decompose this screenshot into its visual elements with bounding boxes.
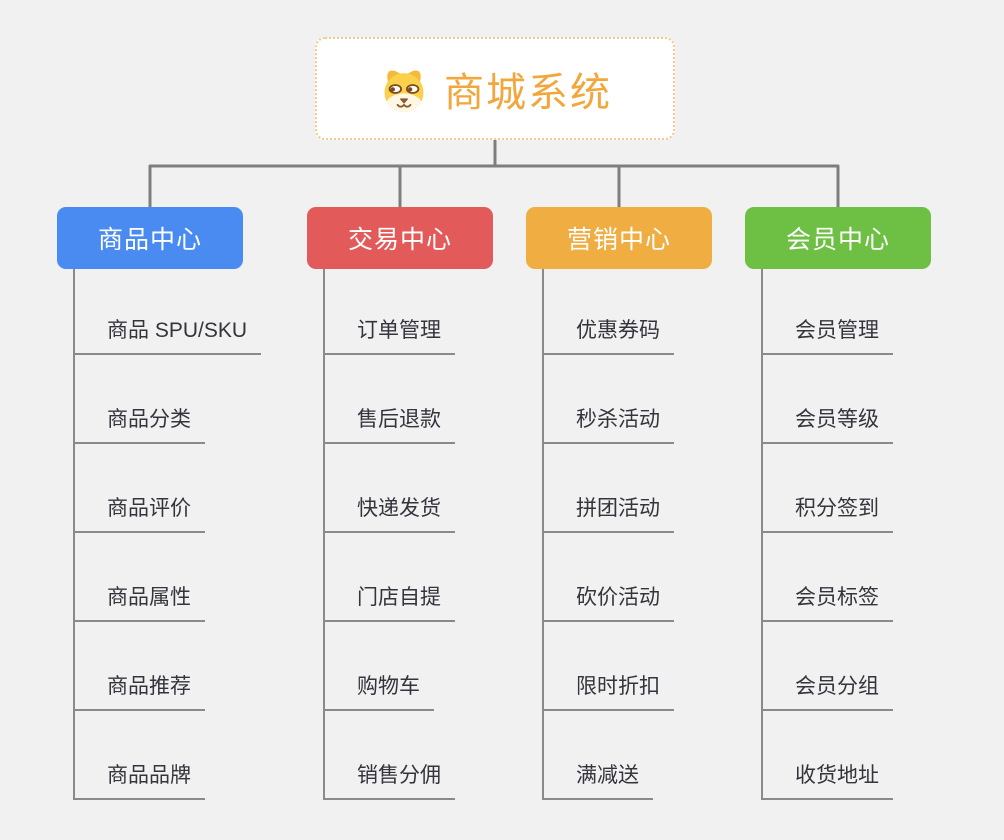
child-topic[interactable]: 收货地址 xyxy=(761,762,893,800)
child-topic[interactable]: 商品 SPU/SKU xyxy=(73,317,262,355)
child-topic[interactable]: 快递发货 xyxy=(323,495,455,533)
branch-marketing-center: 营销中心 优惠券码 秒杀活动 拼团活动 砍价活动 限时折扣 满减送 xyxy=(526,207,776,800)
dog-face-icon xyxy=(384,70,424,112)
child-topic[interactable]: 订单管理 xyxy=(323,317,455,355)
child-topic[interactable]: 商品推荐 xyxy=(73,673,205,711)
branch-member-center: 会员中心 会员管理 会员等级 积分签到 会员标签 会员分组 收货地址 xyxy=(745,207,995,800)
root-topic-label: 商城系统 xyxy=(444,70,612,115)
child-topic[interactable]: 门店自提 xyxy=(323,584,455,622)
child-topic[interactable]: 限时折扣 xyxy=(542,673,674,711)
child-topic[interactable]: 商品属性 xyxy=(73,584,205,622)
branch-topic[interactable]: 会员中心 xyxy=(745,207,931,269)
branch-trunk-line xyxy=(73,269,75,800)
child-topic[interactable]: 购物车 xyxy=(323,673,434,711)
child-topic[interactable]: 会员分组 xyxy=(761,673,893,711)
branch-trade-center: 交易中心 订单管理 售后退款 快递发货 门店自提 购物车 销售分佣 xyxy=(307,207,557,800)
child-topic[interactable]: 优惠券码 xyxy=(542,317,674,355)
child-topic[interactable]: 商品评价 xyxy=(73,495,205,533)
child-topic[interactable]: 会员管理 xyxy=(761,317,893,355)
child-topic[interactable]: 拼团活动 xyxy=(542,495,674,533)
child-topic[interactable]: 积分签到 xyxy=(761,495,893,533)
root-topic[interactable]: 商城系统 xyxy=(315,37,675,140)
child-topic[interactable]: 会员标签 xyxy=(761,584,893,622)
child-topic[interactable]: 满减送 xyxy=(542,762,653,800)
child-topic[interactable]: 售后退款 xyxy=(323,406,455,444)
child-topic[interactable]: 销售分佣 xyxy=(323,762,455,800)
branch-product-center: 商品中心 商品 SPU/SKU 商品分类 商品评价 商品属性 商品推荐 商品品牌 xyxy=(57,207,307,800)
child-topic[interactable]: 砍价活动 xyxy=(542,584,674,622)
branch-topic[interactable]: 营销中心 xyxy=(526,207,712,269)
branch-trunk-line xyxy=(323,269,325,800)
child-topic[interactable]: 商品分类 xyxy=(73,406,205,444)
branch-trunk-line xyxy=(542,269,544,800)
branch-trunk-line xyxy=(761,269,763,800)
child-topic[interactable]: 秒杀活动 xyxy=(542,406,674,444)
child-topic[interactable]: 商品品牌 xyxy=(73,762,205,800)
branch-topic[interactable]: 商品中心 xyxy=(57,207,243,269)
child-topic[interactable]: 会员等级 xyxy=(761,406,893,444)
branch-topic[interactable]: 交易中心 xyxy=(307,207,493,269)
